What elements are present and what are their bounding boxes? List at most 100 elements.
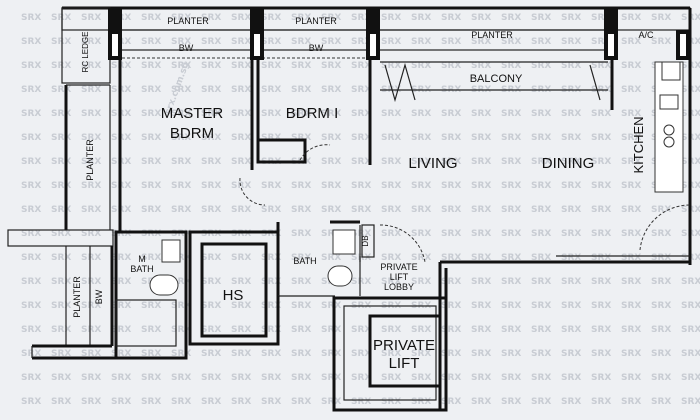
watermark-text: SRX <box>471 181 491 191</box>
watermark-text: SRX <box>231 157 251 167</box>
watermark-text: SRX <box>321 253 341 263</box>
label-planter-left: PLANTER <box>85 139 95 181</box>
watermark-text: SRX <box>441 373 461 383</box>
watermark-text: SRX <box>141 397 161 407</box>
watermark-text: SRX <box>471 37 491 47</box>
watermark-text: SRX <box>681 325 700 335</box>
watermark-text: SRX <box>441 301 461 311</box>
watermark-text: SRX <box>21 13 41 23</box>
watermark-text: SRX <box>501 325 521 335</box>
watermark-text: SRX <box>201 301 221 311</box>
watermark-text: SRX <box>321 229 341 239</box>
label-master-bdrm-line1: MASTER <box>161 105 224 122</box>
watermark-text: SRX <box>171 109 191 119</box>
watermark-text: SRX <box>321 349 341 359</box>
label-bw-bottom: BW <box>94 289 104 304</box>
watermark-text: SRX <box>171 157 191 167</box>
watermark-text: SRX <box>621 349 641 359</box>
watermark-text: SRX <box>471 325 491 335</box>
watermark-text: SRX <box>381 277 401 287</box>
watermark-text: SRX <box>171 229 191 239</box>
watermark-text: SRX <box>441 277 461 287</box>
watermark-text: SRX <box>231 37 251 47</box>
watermark-text: SRX <box>291 37 311 47</box>
watermark-text: SRX <box>471 205 491 215</box>
watermark-text: SRX <box>471 253 491 263</box>
watermark-text: SRX <box>381 373 401 383</box>
watermark-text: SRX <box>501 109 521 119</box>
watermark-text: SRX <box>381 157 401 167</box>
watermark-text: SRX <box>201 109 221 119</box>
watermark-text: SRX <box>621 109 641 119</box>
label-planter-top-2: PLANTER <box>295 16 337 26</box>
watermark-text: SRX <box>621 301 641 311</box>
watermark-text: SRX <box>21 397 41 407</box>
watermark-text: SRX <box>531 157 551 167</box>
label-private-lift-line2: LIFT <box>389 355 420 372</box>
watermark-text: SRX <box>501 181 521 191</box>
watermark-text: SRX <box>171 61 191 71</box>
watermark-text: SRX <box>231 253 251 263</box>
label-lift-lobby-line3: LOBBY <box>384 282 414 292</box>
watermark-text: SRX <box>561 157 581 167</box>
watermark-text: SRX <box>321 325 341 335</box>
watermark-text: SRX <box>501 277 521 287</box>
label-m-bath-line2: BATH <box>130 264 153 274</box>
watermark-text: SRX <box>591 37 611 47</box>
watermark-text: SRX <box>441 37 461 47</box>
watermark-text: SRX <box>141 85 161 95</box>
watermark-text: SRX <box>51 109 71 119</box>
watermark-text: SRX <box>21 205 41 215</box>
watermark-text: SRX <box>441 61 461 71</box>
watermark-text: SRX <box>291 181 311 191</box>
label-hs: HS <box>223 287 244 304</box>
watermark-text: SRX <box>411 109 431 119</box>
watermark-text: SRX <box>621 397 641 407</box>
watermark-text: SRX <box>291 397 311 407</box>
watermark-text: SRX <box>321 397 341 407</box>
watermark-text: SRX <box>411 181 431 191</box>
label-planter-top-3: PLANTER <box>471 30 513 40</box>
watermark-text: SRX <box>201 133 221 143</box>
watermark-text: SRX <box>471 277 491 287</box>
watermark-text: SRX <box>621 37 641 47</box>
watermark-text: SRX <box>51 61 71 71</box>
watermark-text: SRX <box>261 349 281 359</box>
watermark-text: SRX <box>351 397 371 407</box>
watermark-text: SRX <box>621 205 641 215</box>
label-dining: DINING <box>542 155 595 172</box>
label-bw-2: BW <box>309 43 324 53</box>
watermark-text: SRX <box>201 373 221 383</box>
watermark-text: SRX <box>561 37 581 47</box>
watermark-text: SRX <box>531 109 551 119</box>
watermark-text: SRX <box>591 253 611 263</box>
watermark-text: SRX <box>381 61 401 71</box>
watermark-text: SRX <box>171 181 191 191</box>
watermark-text: SRX <box>381 13 401 23</box>
watermark-text: SRX <box>531 373 551 383</box>
watermark-text: SRX <box>621 253 641 263</box>
watermark-text: SRX <box>411 205 431 215</box>
watermark-text: SRX <box>141 253 161 263</box>
watermark-text: SRX <box>261 85 281 95</box>
watermark-text: SRX <box>81 85 101 95</box>
label-kitchen: KITCHEN <box>631 116 646 173</box>
watermark-text: SRX <box>261 253 281 263</box>
room-labels: PLANTER PLANTER PLANTER A/C RC LEDGE BW … <box>72 16 654 372</box>
watermark-text: SRX <box>171 349 191 359</box>
label-master-bdrm-line2: BDRM <box>170 125 214 142</box>
watermark-text: SRX <box>381 349 401 359</box>
watermark-text: SRX <box>591 109 611 119</box>
watermark-text: SRX <box>201 277 221 287</box>
watermark-text: SRX <box>81 133 101 143</box>
watermark-text: SRX <box>621 325 641 335</box>
watermark-text: SRX <box>351 253 371 263</box>
watermark-text: SRX <box>621 85 641 95</box>
watermark-text: SRX <box>381 109 401 119</box>
watermark-text: SRX <box>231 85 251 95</box>
watermark-text: SRX <box>411 253 431 263</box>
watermark-pattern: SRX SRX SRX SRX SRX SRX SRX SRX SRX SRX SRX SRX SRX S… <box>21 13 700 407</box>
watermark-text: SRX <box>51 85 71 95</box>
watermark-text: SRX <box>171 85 191 95</box>
watermark-text: SRX <box>471 133 491 143</box>
